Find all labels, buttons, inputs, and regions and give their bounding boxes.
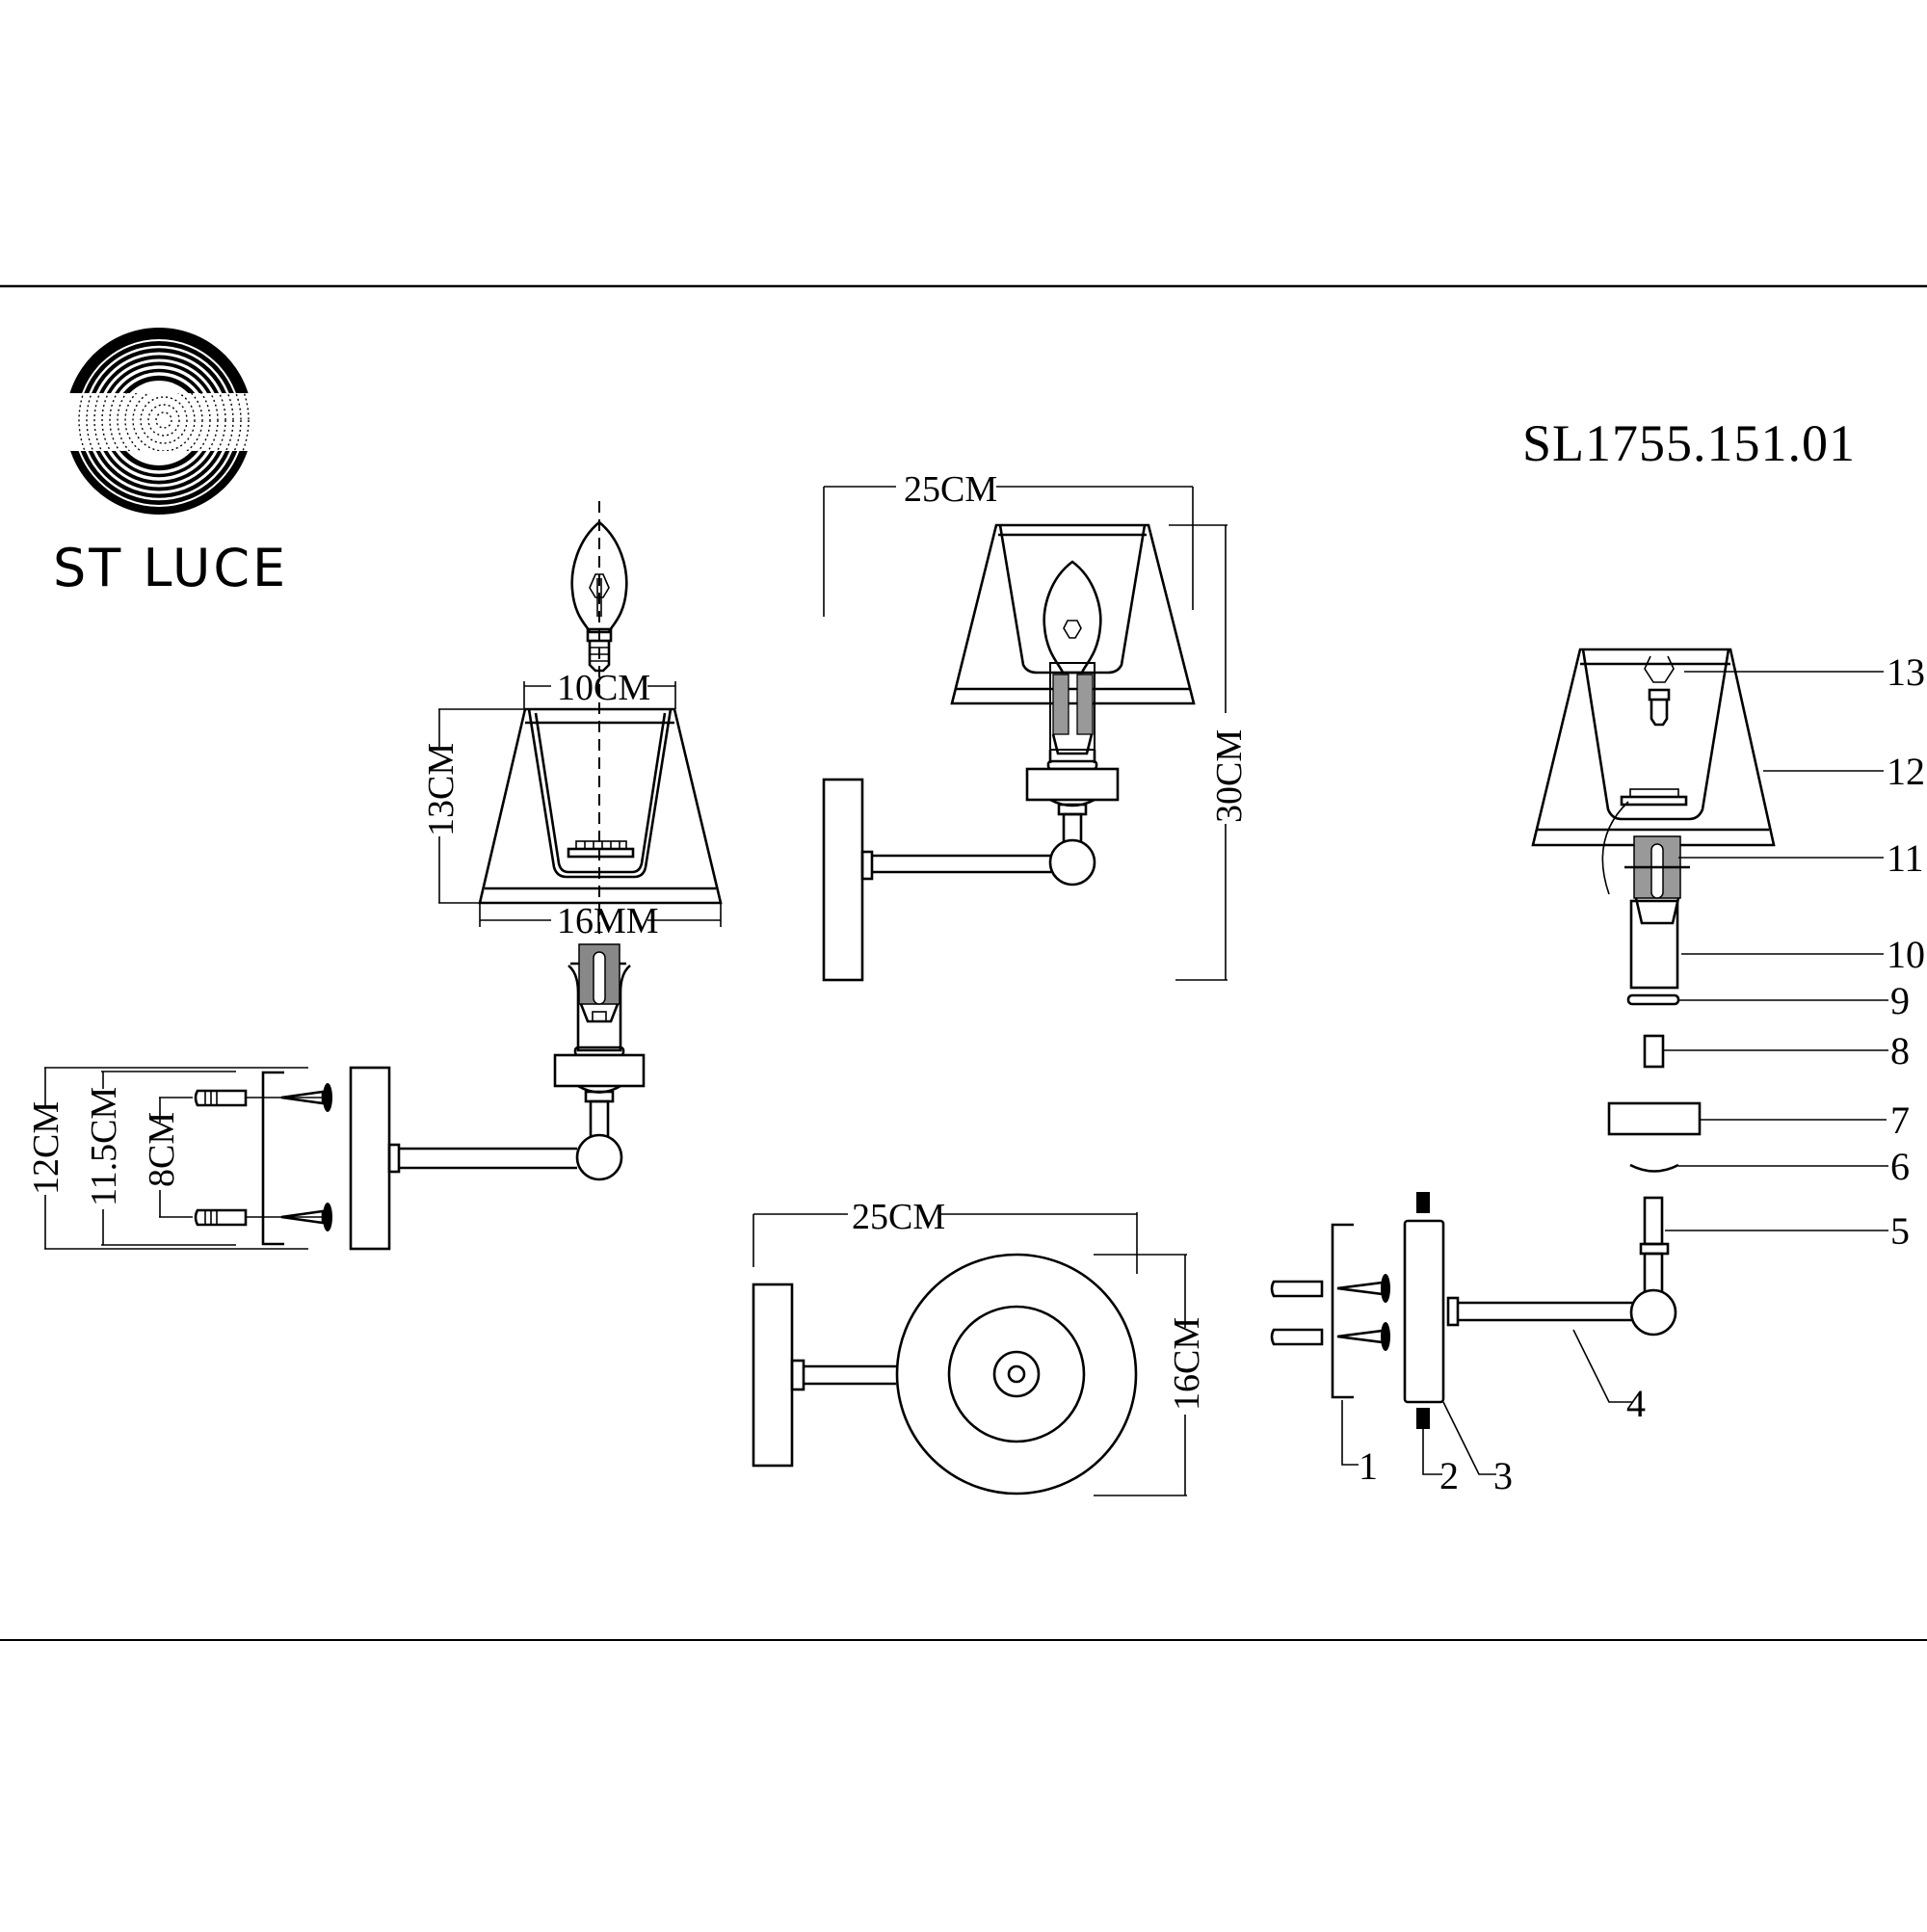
top-view: 25CM 16CM <box>752 1197 1207 1496</box>
exploded-view: 13 12 11 10 9 8 7 6 <box>1270 648 1925 1497</box>
bulb-icon <box>570 520 628 673</box>
svg-text:2: 2 <box>1439 1454 1459 1497</box>
callout-1: 1 <box>1341 1400 1378 1488</box>
arm-front <box>349 1066 577 1251</box>
dim-top-projection: 25CM <box>752 1197 1138 1274</box>
callout-11: 11 <box>1678 836 1924 880</box>
svg-text:7: 7 <box>1890 1098 1910 1142</box>
svg-text:4: 4 <box>1626 1382 1646 1425</box>
svg-text:11.5CM: 11.5CM <box>84 1087 124 1206</box>
dim-plate-height: 12CM <box>26 1067 308 1250</box>
dim-shade-bottom-width: 16MM <box>479 901 722 941</box>
model-number: SL1755.151.01 <box>1522 414 1856 472</box>
callout-8: 8 <box>1664 1029 1910 1072</box>
svg-text:16MM: 16MM <box>557 901 659 941</box>
svg-text:3: 3 <box>1493 1454 1513 1497</box>
callout-12: 12 <box>1763 750 1925 793</box>
svg-text:13CM: 13CM <box>421 743 462 836</box>
mounting-detail: 12CM 11.5CM 8CM <box>26 1067 332 1250</box>
brand-logo: ST LUCE <box>53 328 288 598</box>
svg-text:16CM: 16CM <box>1167 1317 1207 1411</box>
dim-shade-top-width: 10CM <box>523 668 676 709</box>
svg-text:13: 13 <box>1887 650 1925 694</box>
callout-3: 3 <box>1442 1401 1513 1497</box>
callout-13: 13 <box>1684 650 1925 694</box>
callout-9: 9 <box>1678 979 1910 1022</box>
side-view: 25CM 30CM <box>822 469 1250 982</box>
callout-4: 4 <box>1572 1329 1646 1425</box>
callout-10: 10 <box>1681 933 1925 976</box>
socket-front <box>553 943 646 1181</box>
front-view: 10CM 13CM 16MM <box>349 501 723 1251</box>
svg-text:9: 9 <box>1890 979 1910 1022</box>
dim-shade-height: 13CM <box>421 708 525 904</box>
svg-text:12CM: 12CM <box>26 1101 66 1195</box>
svg-text:12: 12 <box>1887 750 1925 793</box>
callout-6: 6 <box>1678 1145 1910 1188</box>
wall-anchor-icon <box>194 1089 332 1227</box>
svg-text:8: 8 <box>1890 1029 1910 1072</box>
svg-text:8CM: 8CM <box>142 1112 182 1187</box>
wall-plate <box>822 778 864 982</box>
svg-text:6: 6 <box>1890 1145 1910 1188</box>
svg-text:5: 5 <box>1890 1209 1910 1253</box>
wall-plate <box>752 1283 794 1468</box>
dim-shade-diameter: 16CM <box>1094 1254 1207 1496</box>
dim-side-projection: 25CM <box>823 469 1194 617</box>
svg-text:1: 1 <box>1359 1444 1378 1488</box>
svg-text:25CM: 25CM <box>904 469 997 510</box>
callout-5: 5 <box>1665 1209 1910 1253</box>
wall-plate <box>349 1066 391 1251</box>
svg-text:10CM: 10CM <box>557 668 650 708</box>
svg-text:11: 11 <box>1887 836 1924 880</box>
dim-screw-spacing: 8CM <box>142 1097 193 1218</box>
callout-7: 7 <box>1701 1098 1910 1142</box>
callout-2: 2 <box>1422 1429 1459 1497</box>
svg-text:10: 10 <box>1887 933 1925 976</box>
mounting-bracket <box>261 1071 284 1246</box>
svg-text:30CM: 30CM <box>1209 729 1250 823</box>
svg-text:25CM: 25CM <box>852 1197 945 1237</box>
brand-name: ST LUCE <box>53 538 288 598</box>
dim-bracket-height: 11.5CM <box>84 1071 236 1246</box>
screw-icon <box>280 1083 332 1231</box>
logo-swirl-icon <box>69 328 250 515</box>
dim-total-height: 30CM <box>1169 524 1250 981</box>
